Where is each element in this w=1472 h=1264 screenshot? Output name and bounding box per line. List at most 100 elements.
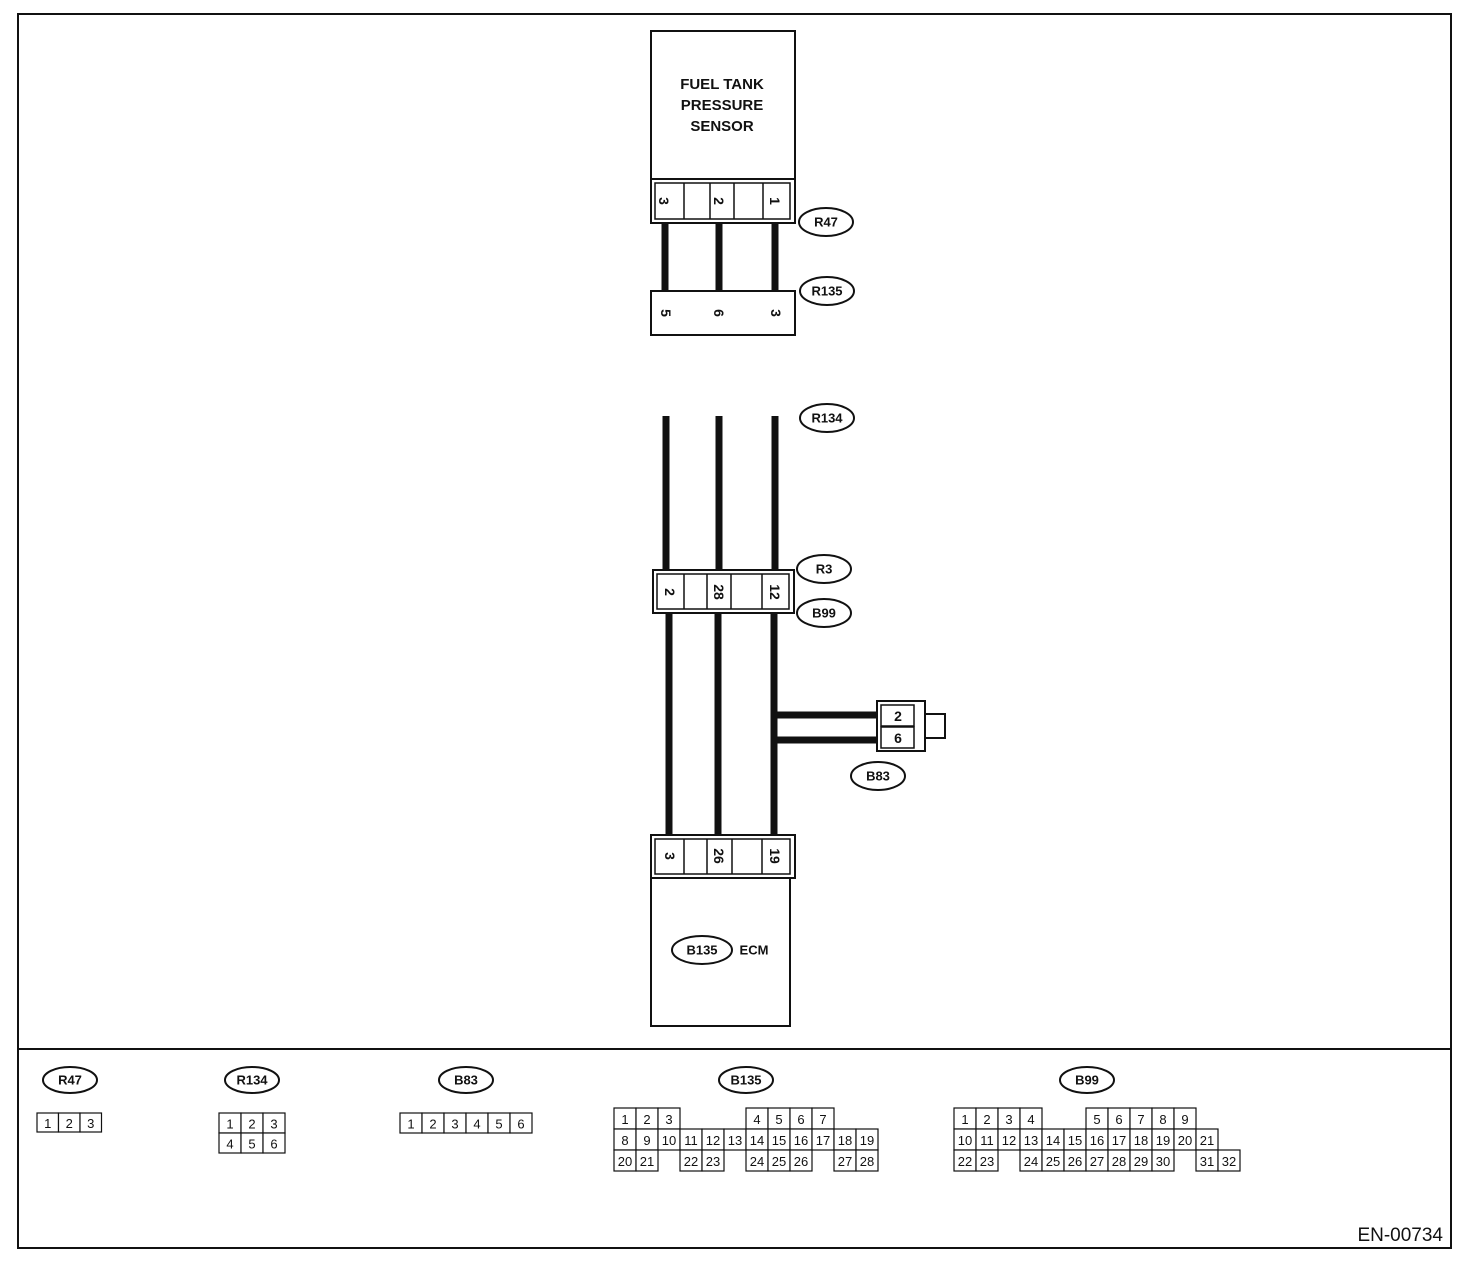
legend-pin-number: 1 [44, 1116, 51, 1131]
legend-pin-number: 7 [1137, 1112, 1144, 1127]
legend-pin-number: 21 [1200, 1133, 1214, 1148]
side-connector-b83: 2 6 [876, 700, 946, 752]
legend-pin-number: 29 [1134, 1154, 1148, 1169]
ecm-connector-tag [671, 935, 733, 965]
legend-pin-number: 20 [618, 1154, 632, 1169]
legend-tag-label: R47 [58, 1073, 82, 1088]
legend-pin-number: 2 [983, 1112, 990, 1127]
junction-r3-b99-connector: 2 28 12 [652, 569, 795, 614]
legend-pin-number: 11 [684, 1133, 698, 1148]
legend-pin-cell [975, 1149, 999, 1172]
legend-pin-number: 27 [1090, 1154, 1104, 1169]
r135-pin-c: 3 [768, 309, 784, 317]
legend-pin-number: 9 [643, 1133, 650, 1148]
legend-pin-number: 23 [980, 1154, 994, 1169]
legend-tag [1059, 1066, 1115, 1094]
legend-pin-number: 4 [473, 1117, 480, 1132]
legend-pin-cell [262, 1132, 286, 1154]
ecm-label: ECM [740, 943, 769, 958]
legend-pin-number: 10 [958, 1133, 972, 1148]
legend-pin-number: 17 [816, 1133, 830, 1148]
legend-pin-cell [1217, 1149, 1241, 1172]
legend-pin-number: 9 [1181, 1112, 1188, 1127]
legend-pin-number: 23 [706, 1154, 720, 1169]
legend-pin-cell [635, 1149, 659, 1172]
legend-pin-number: 6 [517, 1117, 524, 1132]
junction-1-lower-strip [651, 335, 795, 416]
legend-pin-number: 26 [1068, 1154, 1082, 1169]
legend-tag [718, 1066, 774, 1094]
legend-pin-number: 22 [958, 1154, 972, 1169]
fuel-tank-pressure-sensor: FUEL TANK PRESSURE SENSOR [650, 30, 796, 180]
legend-pin-number: 19 [860, 1133, 874, 1148]
junction-r135-r134-connector [650, 290, 796, 336]
legend-pin-cell [701, 1149, 725, 1172]
svg-text:B99: B99 [812, 606, 836, 621]
legend-pin-number: 32 [1222, 1154, 1236, 1169]
legend-pin-cell [855, 1149, 879, 1172]
legend-tag-label: R134 [236, 1073, 268, 1088]
legend-pin-number: 6 [1115, 1112, 1122, 1127]
legend-pin-number: 24 [1024, 1154, 1038, 1169]
legend-pin-number: 12 [706, 1133, 720, 1148]
legend-pin-number: 28 [1112, 1154, 1126, 1169]
legend-pin-cell [789, 1149, 813, 1172]
svg-text:R135: R135 [811, 284, 842, 299]
legend-pin-number: 18 [1134, 1133, 1148, 1148]
junction-1-pin-labels: 5 6 3 [658, 309, 784, 317]
b83-pin-a: 2 [894, 708, 902, 724]
connector-tag-r135: R135 [799, 276, 855, 306]
r47-pin-c: 1 [767, 197, 783, 205]
legend-pin-number: 5 [1093, 1112, 1100, 1127]
legend-tag-label: B99 [1075, 1073, 1099, 1088]
legend-pin-number: 20 [1178, 1133, 1192, 1148]
sensor-label-line-2: PRESSURE [681, 97, 764, 114]
legend-tag [438, 1066, 494, 1094]
sensor-label-line-3: SENSOR [690, 118, 754, 135]
legend-tag-label: B83 [454, 1073, 478, 1088]
svg-text:R47: R47 [814, 215, 838, 230]
connector-tag-r134: R134 [799, 403, 855, 433]
legend-pin-number: 13 [728, 1133, 742, 1148]
r47-pin-a: 3 [656, 197, 672, 205]
legend-pin-number: 1 [961, 1112, 968, 1127]
r47-pin-b: 2 [711, 197, 727, 205]
wire-harness [661, 222, 880, 837]
legend-pin-number: 3 [270, 1117, 277, 1132]
b135-pin-b: 26 [711, 848, 727, 864]
legend-pin-number: 14 [750, 1133, 764, 1148]
legend-tag [224, 1066, 280, 1094]
legend-pin-number: 1 [226, 1117, 233, 1132]
connector-strip-r47: 3 2 1 [650, 178, 796, 224]
legend-pin-number: 8 [621, 1133, 628, 1148]
connector-tag-b99: B99 [796, 598, 852, 628]
legend-pin-number: 5 [248, 1137, 255, 1152]
ecm-box: B135 ECM [650, 877, 791, 1027]
legend-pin-number: 3 [87, 1116, 94, 1131]
legend-pin-cell [509, 1112, 533, 1134]
r135-pin-b: 6 [711, 309, 727, 317]
legend-pin-number: 12 [1002, 1133, 1016, 1148]
legend-pin-number: 7 [819, 1112, 826, 1127]
legend-pin-number: 25 [772, 1154, 786, 1169]
legend-pin-number: 16 [794, 1133, 808, 1148]
b135-pin-c: 19 [767, 848, 783, 864]
r135-pin-a: 5 [658, 309, 674, 317]
legend-pin-number: 3 [1005, 1112, 1012, 1127]
legend-pin-number: 30 [1156, 1154, 1170, 1169]
legend-pin-number: 6 [797, 1112, 804, 1127]
svg-text:R3: R3 [816, 562, 833, 577]
legend-pin-number: 2 [248, 1117, 255, 1132]
sensor-label-line-1: FUEL TANK [680, 76, 764, 93]
svg-text:B83: B83 [866, 769, 890, 784]
legend-pin-number: 1 [407, 1117, 414, 1132]
legend-pin-number: 10 [662, 1133, 676, 1148]
legend-pin-number: 2 [643, 1112, 650, 1127]
legend-pin-number: 19 [1156, 1133, 1170, 1148]
